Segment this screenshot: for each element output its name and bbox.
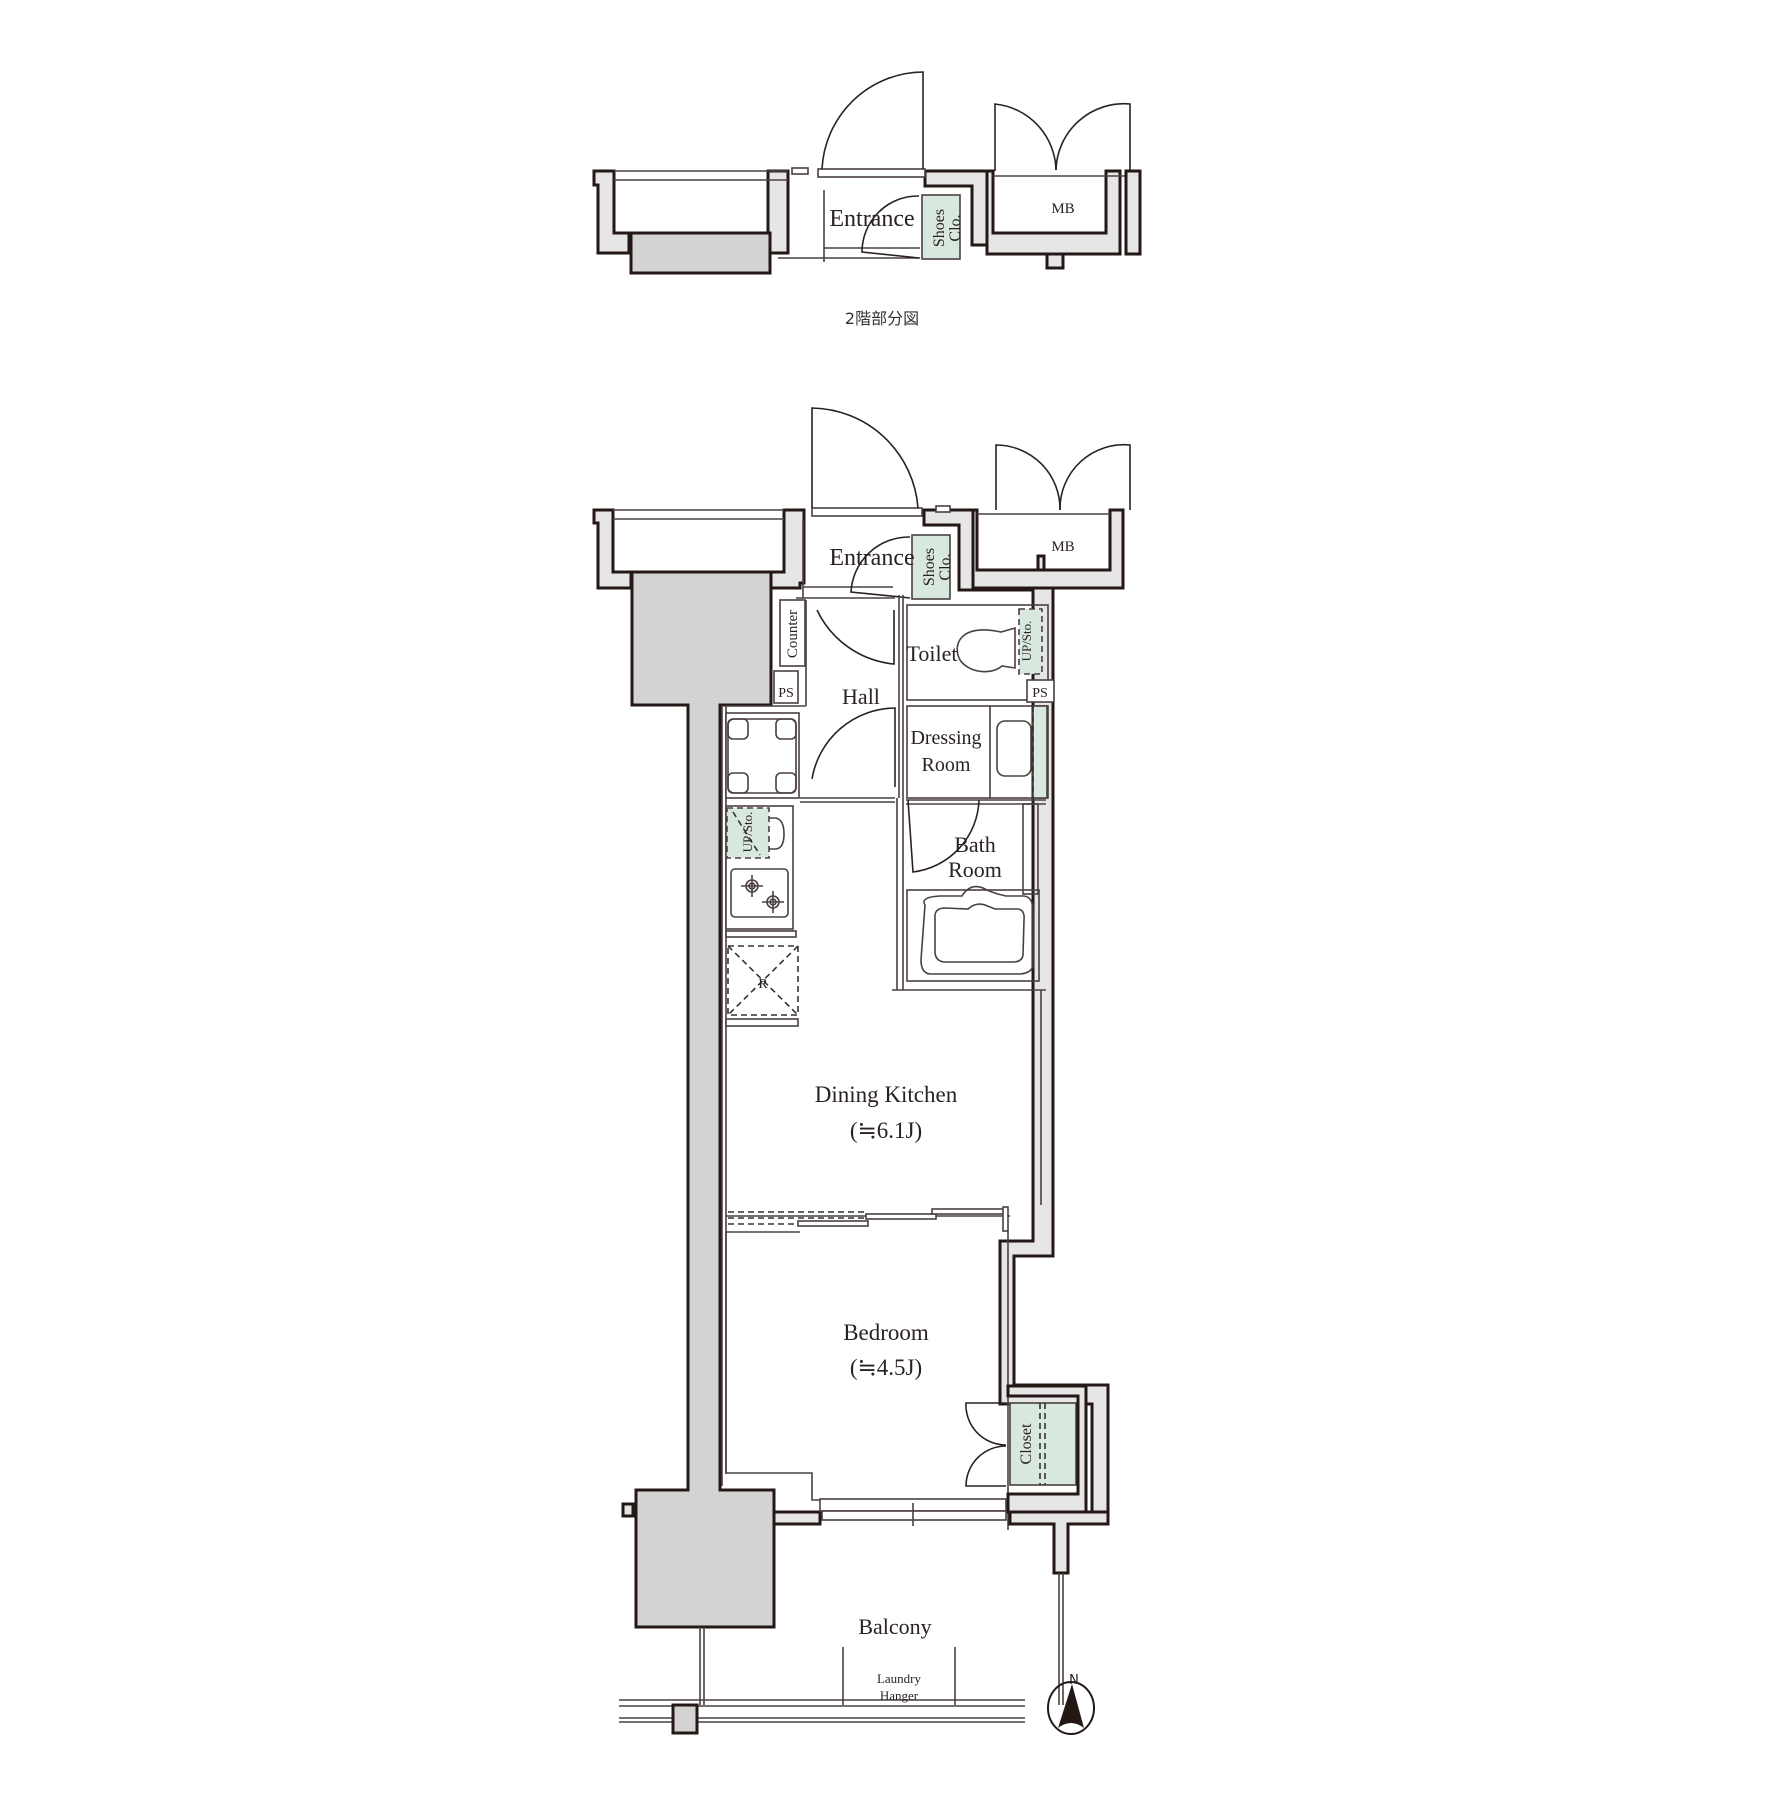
f2-clo-label: Clo.	[947, 214, 964, 241]
bath-label-2: Room	[948, 857, 1002, 882]
fridge-label: R	[758, 977, 768, 992]
entrance-door-swing	[811, 407, 919, 509]
toilet-label: Toilet	[906, 641, 957, 666]
washing-machine-space	[725, 712, 800, 799]
shoes-label: Shoes	[921, 548, 938, 586]
dining-kitchen-label: Dining Kitchen	[815, 1082, 958, 1107]
shoes-closet	[921, 194, 961, 260]
f2-mb-label: MB	[1051, 201, 1074, 217]
kitchen-up-storage	[726, 807, 770, 859]
toilet-up-storage	[1018, 608, 1043, 675]
shoes-closet	[911, 534, 951, 600]
counter-label: Counter	[785, 610, 801, 658]
closet	[1009, 1402, 1077, 1486]
toilet-upsto-label: UP/Sto.	[1019, 621, 1034, 662]
bedroom-size: (≒4.5J)	[850, 1355, 922, 1380]
balcony-label: Balcony	[858, 1614, 931, 1639]
floor2-partial-plan: Entrance Shoes Clo. MB 2階部分図	[592, 71, 1142, 328]
floor2-caption: 2階部分図	[845, 309, 919, 328]
bedroom-label: Bedroom	[843, 1320, 929, 1345]
ps-right	[1026, 679, 1055, 703]
pillar	[629, 231, 772, 275]
dining-kitchen-size: (≒6.1J)	[850, 1118, 922, 1143]
closet-label: Closet	[1018, 1423, 1035, 1464]
structural-column	[630, 570, 776, 1629]
entrance-door-swing	[821, 71, 924, 170]
hall-label: Hall	[842, 684, 880, 709]
entrance-label: Entrance	[829, 545, 914, 571]
ps-right-label: PS	[1032, 686, 1048, 701]
bath-label-1: Bath	[954, 832, 996, 857]
mb-label: MB	[1051, 539, 1074, 555]
north-compass-icon: N	[1047, 1673, 1095, 1735]
main-floor-plan: N Entrance Shoes Clo. MB Counter PS PS H…	[592, 407, 1131, 1735]
svg-text:N: N	[1069, 1673, 1079, 1688]
counter	[779, 599, 806, 667]
laundry-label-2: Hanger	[880, 1688, 919, 1703]
fridge-space	[727, 945, 799, 1016]
dressing-label-2: Room	[922, 754, 971, 776]
stove	[730, 868, 789, 918]
dressing-label-1: Dressing	[910, 727, 981, 749]
ps-left	[773, 670, 799, 704]
balcony-post	[671, 1703, 699, 1735]
laundry-label-1: Laundry	[877, 1671, 922, 1686]
ps-left-label: PS	[778, 686, 794, 701]
f2-shoes-label: Shoes	[931, 209, 948, 247]
f2-entrance-label: Entrance	[829, 206, 914, 232]
kitchen-upsto-label: UP/Sto.	[740, 812, 755, 853]
clo-label: Clo.	[937, 553, 954, 580]
